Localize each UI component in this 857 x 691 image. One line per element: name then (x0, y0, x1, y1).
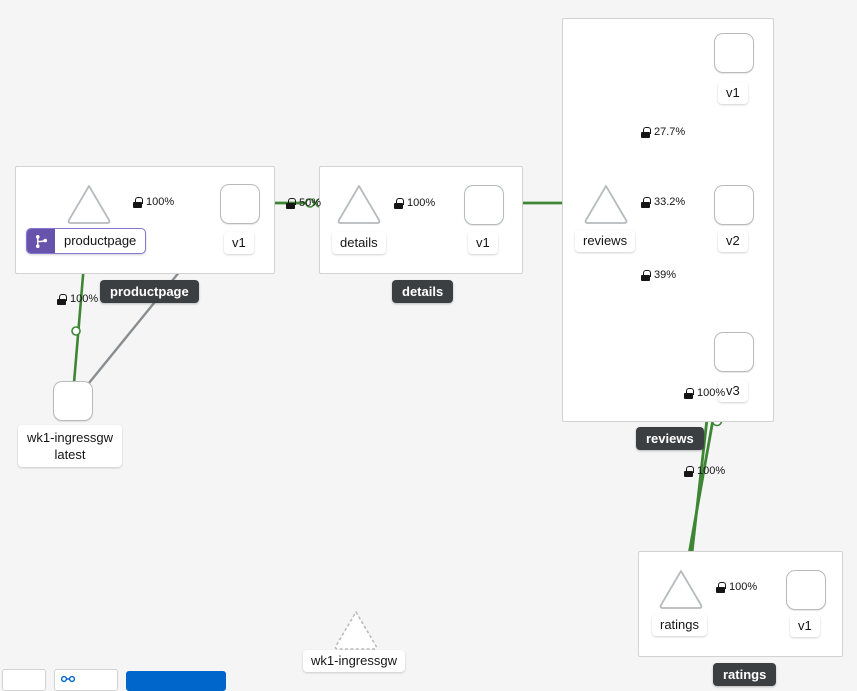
mtls-lock-icon (641, 196, 651, 208)
node-reviews-v3-label: v3 (718, 380, 748, 402)
edge-label-productpage-v1[interactable]: 100% (133, 196, 175, 208)
edge-label-reviews-v3[interactable]: 39% (641, 269, 677, 281)
node-reviews-v3[interactable] (714, 332, 754, 372)
edge-label-reviews-v3-ratings[interactable]: 100% (684, 465, 726, 477)
mtls-lock-icon (684, 465, 694, 477)
edge-label-productpage-v1-details[interactable]: 50% (286, 197, 322, 209)
node-ingressgw-ghost-label: wk1-ingressgw (303, 650, 405, 672)
node-productpage-label-chip[interactable]: productpage (26, 228, 147, 254)
edge-label-ratings-v1[interactable]: 100% (716, 581, 758, 593)
toolbar-zoom-chip[interactable] (2, 669, 46, 691)
node-ingressgw[interactable] (53, 381, 93, 421)
group-label-details[interactable]: details (392, 280, 454, 303)
node-productpage-v1[interactable] (220, 184, 260, 224)
node-ingressgw-label-line1: wk1-ingressgw (27, 430, 113, 445)
node-reviews-v1-label: v1 (718, 82, 748, 104)
group-label-reviews[interactable]: reviews (636, 427, 704, 450)
virtual-service-icon (27, 229, 55, 253)
mtls-lock-icon (641, 126, 651, 138)
legend-icon (60, 674, 76, 687)
mtls-lock-icon (716, 581, 726, 593)
edge-label-ingressgw-productpage[interactable]: 100% (57, 293, 99, 305)
group-label-productpage[interactable]: productpage (100, 280, 199, 303)
node-reviews-v2-label: v2 (718, 230, 748, 252)
node-ratings-label: ratings (652, 614, 708, 636)
node-productpage-v1-label: v1 (224, 232, 254, 254)
edge-label-reviews-v2[interactable]: 33.2% (641, 196, 686, 208)
node-ingressgw-label: wk1-ingressgw latest (18, 425, 122, 467)
node-productpage-label: productpage (64, 233, 137, 248)
toolbar-legend-chip[interactable] (54, 669, 118, 691)
toolbar-primary-button[interactable] (126, 671, 226, 691)
edge-label-reviews-v2-ratings[interactable]: 100% (684, 387, 726, 399)
group-label-ratings[interactable]: ratings (713, 663, 777, 686)
node-details-v1-label: v1 (468, 232, 498, 254)
mtls-lock-icon (133, 196, 143, 208)
node-ingressgw-label-line2: latest (54, 447, 86, 462)
mtls-lock-icon (641, 269, 651, 281)
mtls-lock-icon (286, 197, 296, 209)
edge-label-details-v1[interactable]: 100% (394, 197, 436, 209)
node-ratings-v1[interactable] (786, 570, 826, 610)
node-reviews-label: reviews (575, 230, 636, 252)
node-reviews-v1[interactable] (714, 33, 754, 73)
edge-label-reviews-v1[interactable]: 27.7% (641, 126, 686, 138)
node-reviews-v2[interactable] (714, 185, 754, 225)
node-ratings-v1-label: v1 (790, 615, 820, 637)
graph-toolbar[interactable] (0, 669, 226, 691)
node-details-label: details (332, 232, 386, 254)
node-details-v1[interactable] (464, 185, 504, 225)
mtls-lock-icon (684, 387, 694, 399)
mtls-lock-icon (394, 197, 404, 209)
mtls-lock-icon (57, 293, 67, 305)
